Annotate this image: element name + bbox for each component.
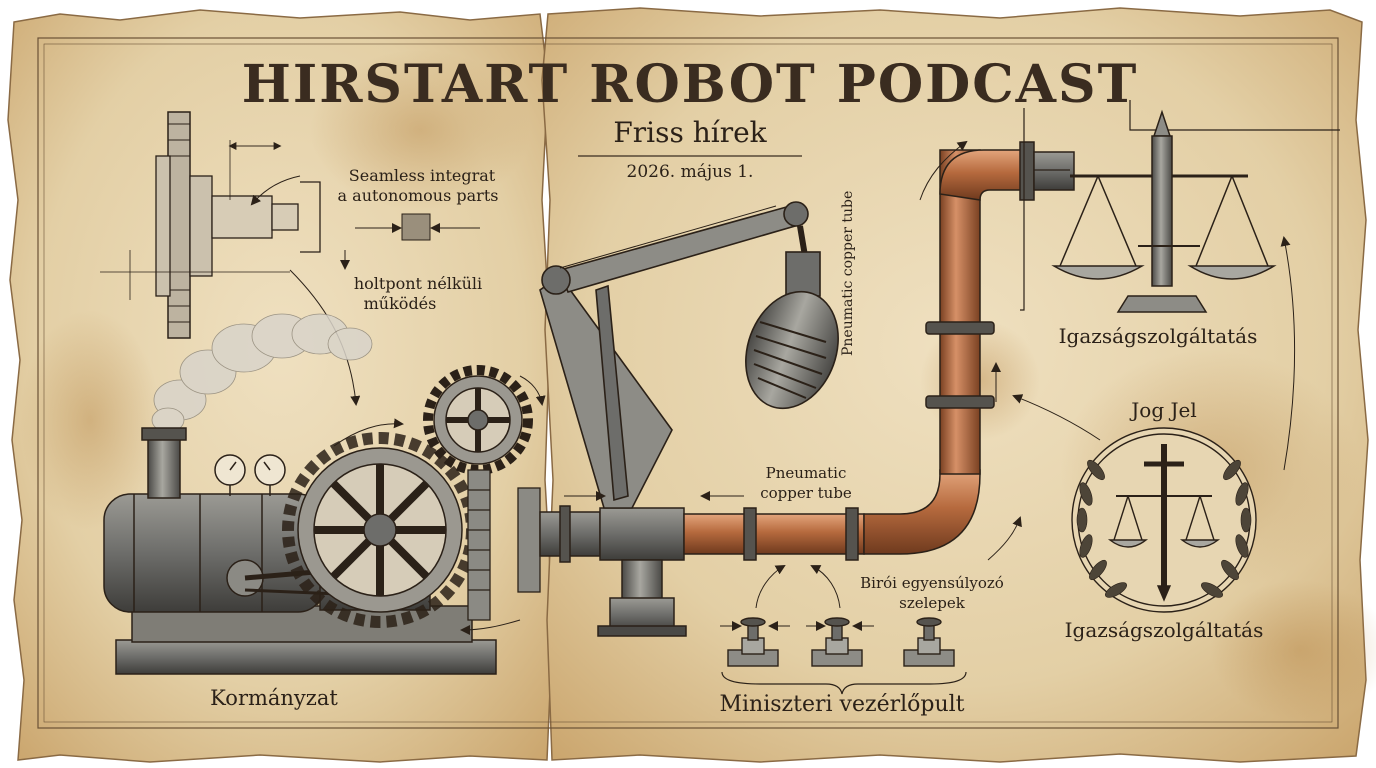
label-biroi-1: Birói egyensúlyozó <box>860 574 1004 592</box>
label-seamless-1: Seamless integrat <box>348 166 496 185</box>
frame-border <box>37 37 1339 729</box>
label-igazsag-bottom: Igazságszolgáltatás <box>1064 618 1264 642</box>
label-biroi-2: szelepek <box>899 594 965 612</box>
gear-icon <box>282 432 478 628</box>
motion-arrows <box>333 375 546 635</box>
label-pneumatic-vertical: Pneumatic copper tube <box>840 190 856 356</box>
flywheel-icon <box>100 111 321 339</box>
label-kormanyzat: Kormányzat <box>210 686 338 710</box>
scales-icon <box>1020 100 1340 313</box>
label-miniszteri: Miniszteri vezérlőpult <box>719 692 965 717</box>
copper-pipe-icon <box>539 141 1075 637</box>
label-pneumatic-1: Pneumatic <box>765 464 847 482</box>
gear-rack <box>467 469 541 621</box>
gear-icon <box>423 365 533 475</box>
sword-emblem-icon <box>1071 427 1257 613</box>
label-holtpont-2: működés <box>363 294 437 313</box>
valve-icon <box>727 617 779 667</box>
paper-stain <box>20 310 160 530</box>
subtitle: Friss hírek <box>613 116 767 149</box>
label-pneumatic-2: copper tube <box>760 484 852 502</box>
steam-cloud <box>151 313 373 433</box>
label-igazsag-top: Igazságszolgáltatás <box>1058 324 1258 348</box>
brace-miniszteri <box>721 671 967 695</box>
label-seamless-2: a autonomous parts <box>337 186 499 205</box>
frame-border-inner <box>43 43 1333 723</box>
label-holtpont-1: holtpont nélküli <box>353 274 483 293</box>
date-label: 2026. május 1. <box>626 162 754 182</box>
valve-icon <box>903 617 955 667</box>
robot-arm-icon <box>539 201 809 509</box>
laurel-icon <box>1076 459 1252 598</box>
valve-icon <box>811 617 863 667</box>
paper-stain <box>310 50 530 210</box>
label-jog-jel: Jog Jel <box>1131 398 1197 422</box>
microphone-icon <box>745 251 839 410</box>
page-title: HIRSTART ROBOT PODCAST <box>241 54 1139 115</box>
valve-arrows <box>564 140 1296 631</box>
paper-stain <box>1210 580 1376 720</box>
